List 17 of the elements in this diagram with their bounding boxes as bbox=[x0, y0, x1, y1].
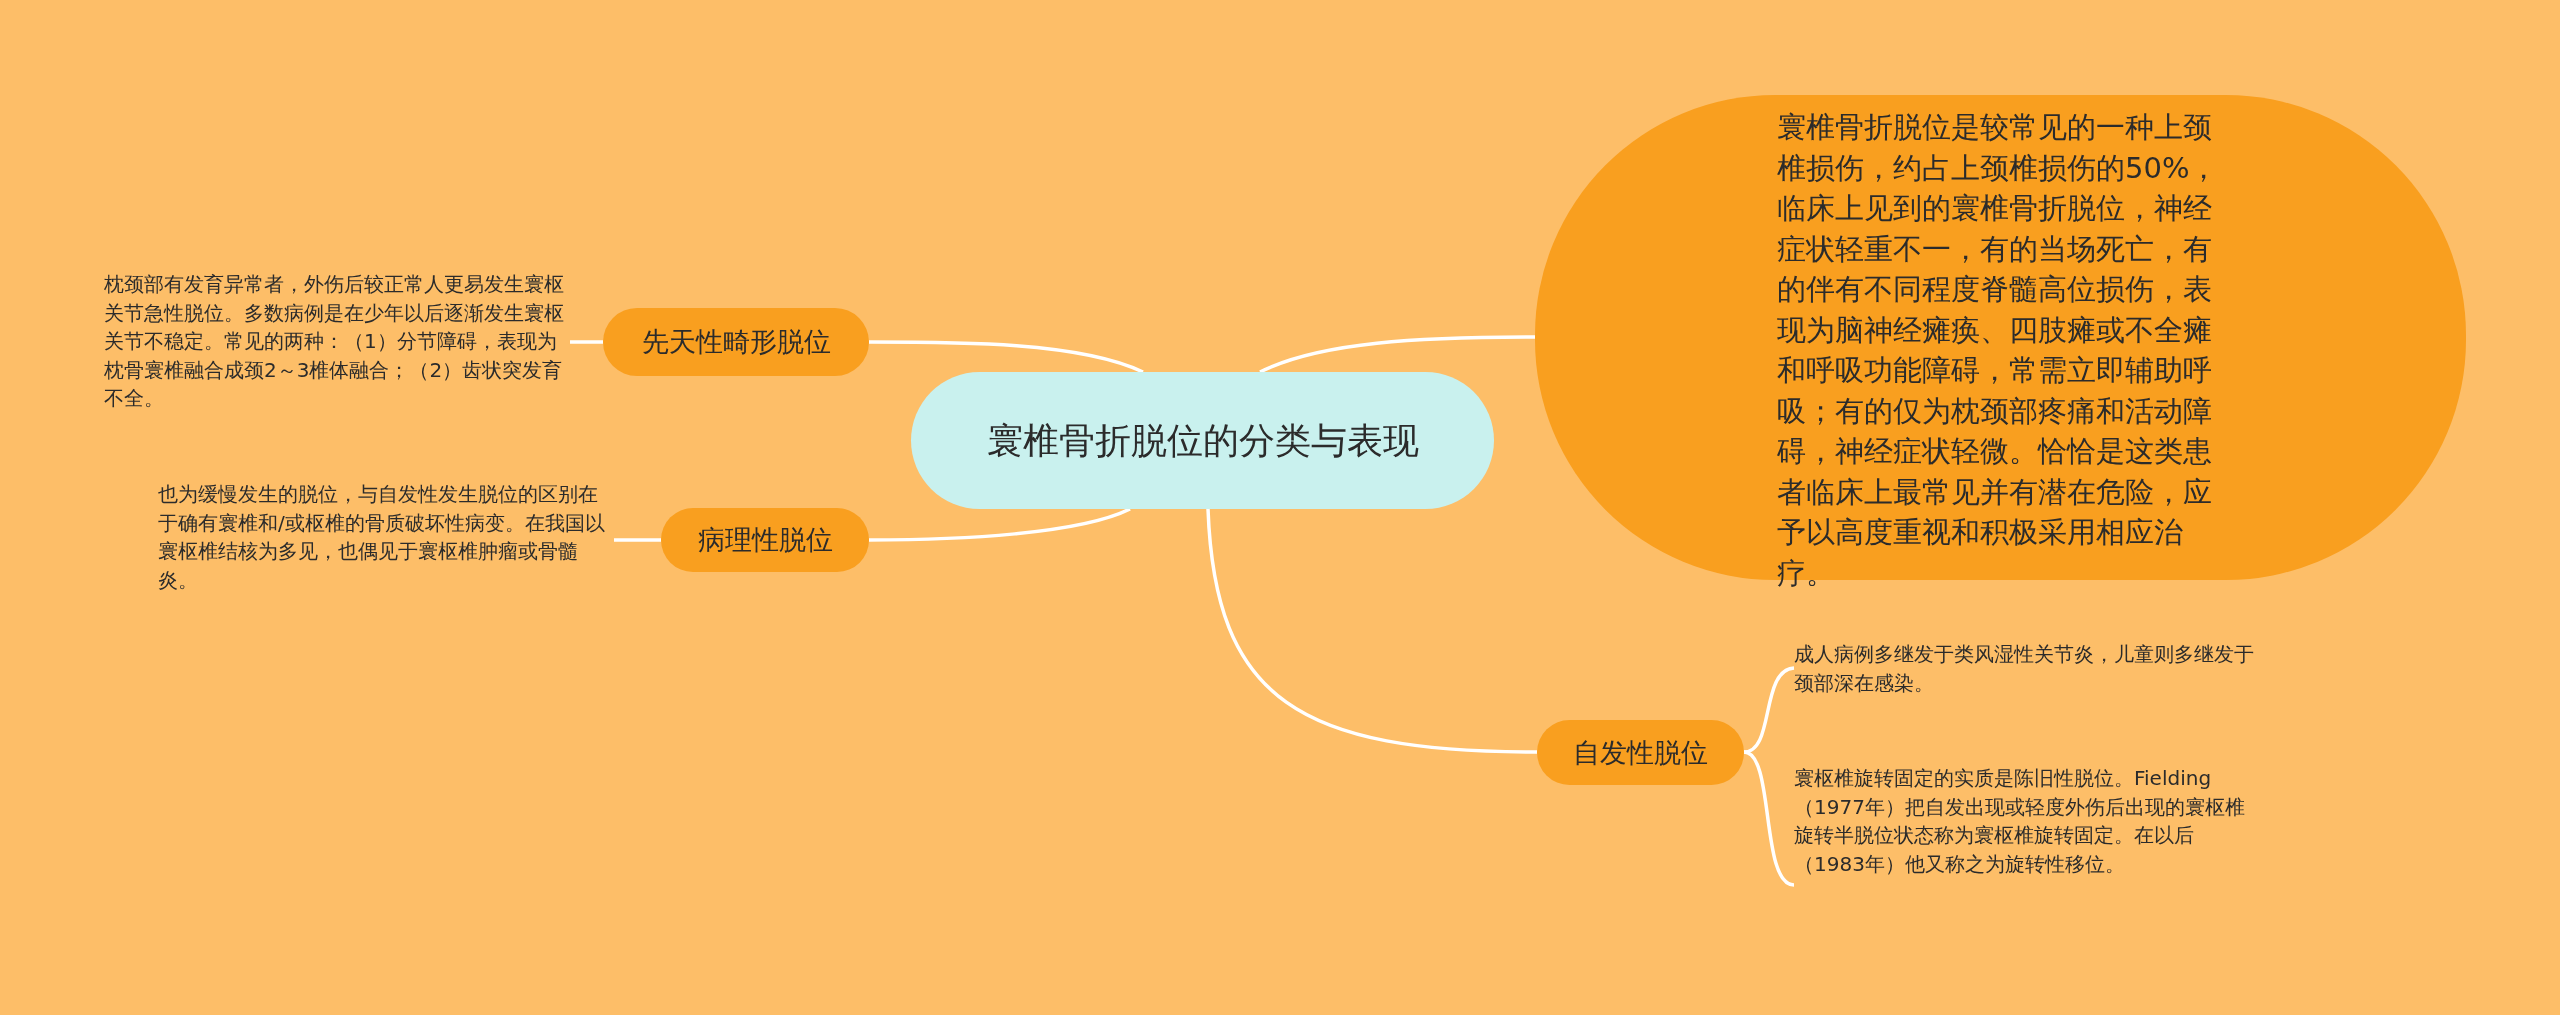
topic-box: 自发性脱位 bbox=[1537, 720, 1744, 785]
topic-box: 病理性脱位 bbox=[661, 508, 869, 572]
note-text: 寰枢椎旋转固定的实质是陈旧性脱位。Fielding（1977年）把自发出现或轻度外伤后出现的寰枢椎旋转半脱位状态称为寰枢椎旋转固定。在以后（1983年）他又称之为旋转性移位。 bbox=[1794, 764, 2254, 914]
note-text: 成人病例多继发于类风湿性关节炎，儿童则多继发于颈部深在感染。 bbox=[1794, 640, 2254, 700]
connector-line bbox=[1206, 508, 1538, 754]
description-text: 寰椎骨折脱位是较常见的一种上颈椎损伤，约占上颈椎损伤的50%，临床上见到的寰椎骨折脱位，神经症状轻重不一，有的当场死亡，有的伴有不同程度脊髓高位损伤，表现为脑神经瘫痪、四肢瘫或不全瘫和呼吸功能障碍，常需立即辅助呼吸；有的仅为枕颈部疼痛和活动障碍，神经症状轻微。恰恰是这类患者临床上最常见并有潜在危险，应予以高度重视和积极采用相应治疗。 bbox=[1777, 109, 2220, 592]
note-text: 枕颈部有发育异常者，外伤后较正常人更易发生寰枢关节急性脱位。多数病例是在少年以后逐渐发生寰枢关节不稳定。常见的两种：（1）分节障碍，表现为枕骨寰椎融合成颈2～3椎体融合；（2）齿状突发育不全。 bbox=[104, 270, 570, 420]
connector-line bbox=[614, 538, 661, 542]
connector-line bbox=[570, 340, 603, 344]
connector-line bbox=[1259, 335, 1535, 374]
connector-line bbox=[869, 507, 1131, 542]
central-topic-box: 寰椎骨折脱位的分类与表现 bbox=[911, 372, 1494, 509]
topic-box: 先天性畸形脱位 bbox=[603, 308, 869, 376]
connector-line bbox=[869, 340, 1144, 374]
note-text: 也为缓慢发生的脱位，与自发性发生脱位的区别在于确有寰椎和/或枢椎的骨质破坏性病变。在我国以寰枢椎结核为多见，也偶见于寰枢椎肿瘤或骨髓炎。 bbox=[158, 480, 614, 600]
connector-line bbox=[1743, 750, 1795, 887]
connector-line bbox=[1743, 666, 1795, 754]
